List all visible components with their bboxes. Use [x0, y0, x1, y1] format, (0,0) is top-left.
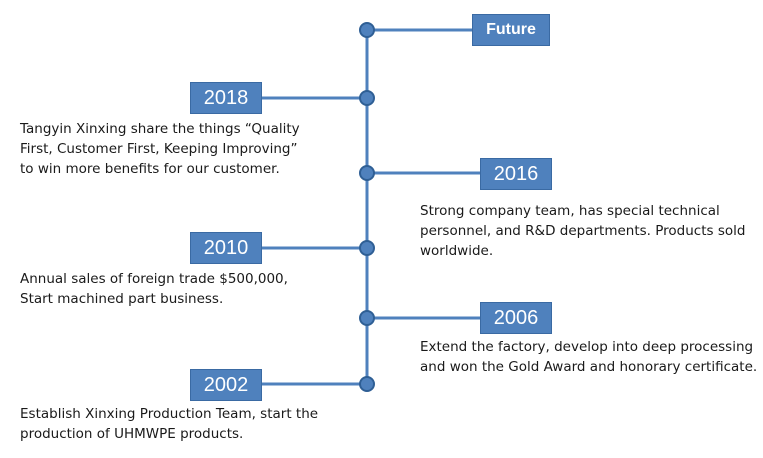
node-2006 — [359, 310, 375, 326]
node-2002 — [359, 376, 375, 392]
node-future — [359, 22, 375, 38]
node-2018 — [359, 90, 375, 106]
milestone-text-2010: Annual sales of foreign trade $500,000, … — [20, 271, 288, 307]
future-label-box: Future — [472, 14, 550, 46]
year-box-2018: 2018 — [190, 82, 262, 114]
milestone-text-2018: Tangyin Xinxing share the things “Qualit… — [20, 121, 300, 177]
year-box-2016: 2016 — [480, 158, 552, 190]
node-2016 — [359, 165, 375, 181]
node-2010 — [359, 240, 375, 256]
milestone-text-2006: Extend the factory, develop into deep pr… — [420, 339, 758, 375]
milestone-text-2002: Establish Xinxing Production Team, start… — [20, 406, 319, 442]
milestone-text-2016: Strong company team, has special technic… — [420, 203, 746, 259]
year-box-2010: 2010 — [190, 232, 262, 264]
year-box-2002: 2002 — [190, 369, 262, 401]
year-box-2006: 2006 — [480, 302, 552, 334]
